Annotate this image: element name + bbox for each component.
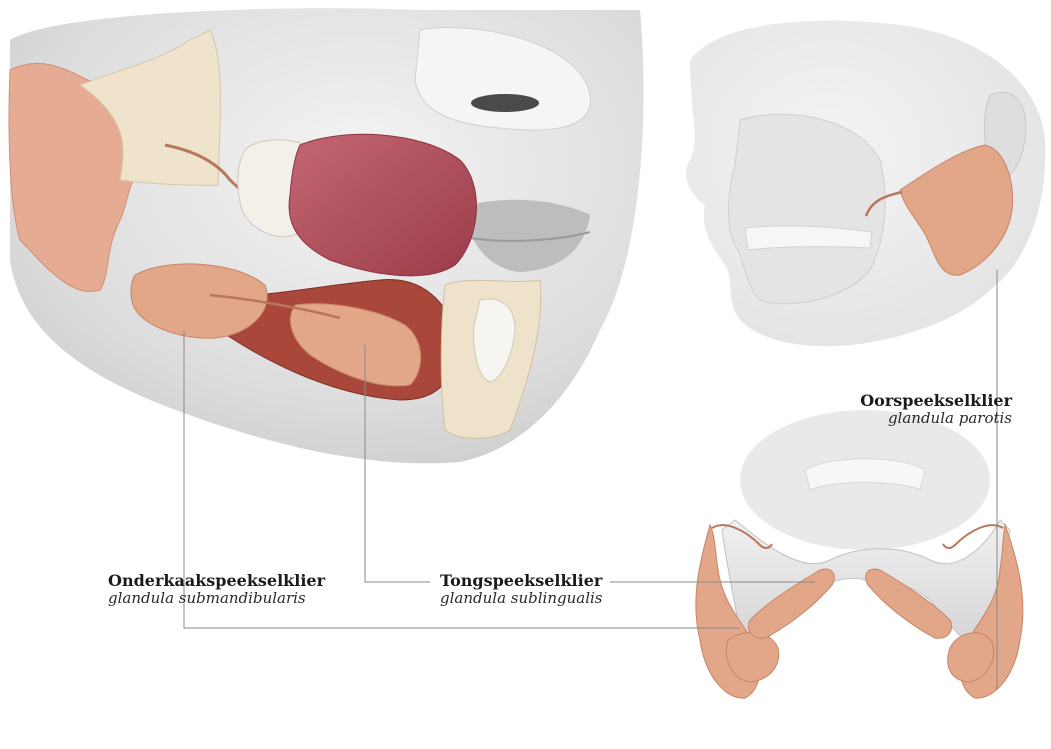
label-sublingualis: Tongspeekselklier glandula sublingualis (440, 572, 615, 608)
jaw-inferior-view (696, 410, 1023, 698)
label-parotis-latin: glandula parotis (800, 410, 1012, 427)
label-sublingualis-latin: glandula sublingualis (440, 590, 615, 607)
label-parotis: Oorspeekselklier glandula parotis (800, 392, 1012, 428)
label-submandibularis-latin: glandula submandibularis (108, 590, 348, 607)
skull-jaw (729, 114, 886, 303)
teeth-row (745, 226, 872, 250)
label-submandibularis: Onderkaakspeekselklier glandula submandi… (108, 572, 348, 608)
label-parotis-name: Oorspeekselklier (800, 392, 1012, 410)
label-submandibularis-name: Onderkaakspeekselklier (108, 572, 348, 590)
nostril (471, 94, 539, 112)
label-sublingualis-name: Tongspeekselklier (440, 572, 615, 590)
profile-head (686, 21, 1045, 347)
